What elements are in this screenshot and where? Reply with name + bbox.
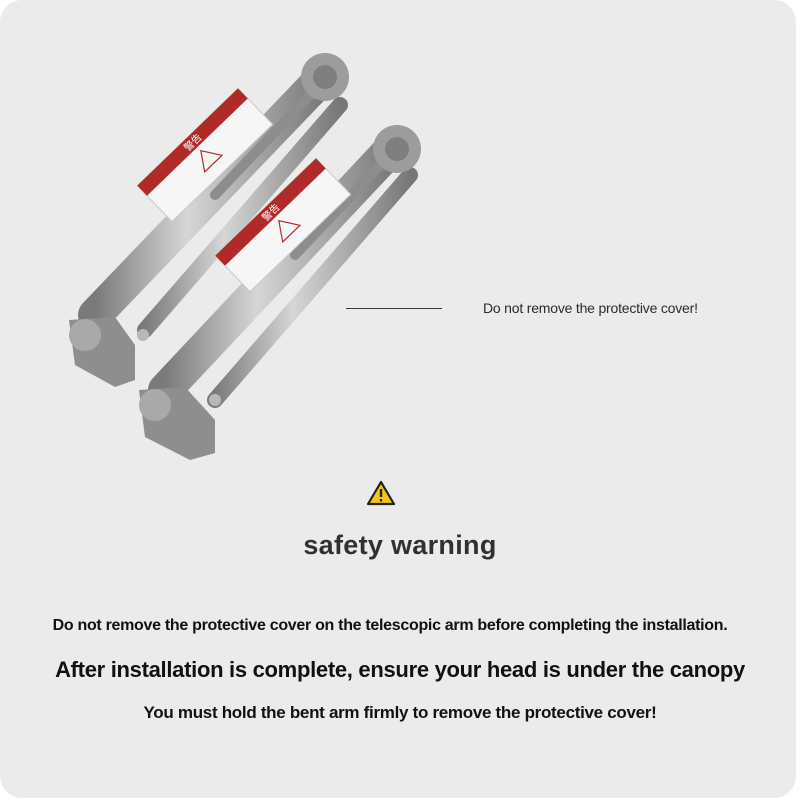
arm-left: 警告 [69, 53, 349, 387]
warning-triangle-icon [366, 480, 396, 506]
instruction-line-1: Do not remove the protective cover on th… [52, 617, 728, 634]
telescopic-arms-photo: 警告 警告 [69, 53, 421, 460]
safety-heading: safety warning [303, 530, 497, 560]
callout-leader-line [346, 308, 442, 309]
instruction-line-3: You must hold the bent arm firmly to rem… [143, 703, 657, 722]
arm-right: 警告 [139, 125, 421, 460]
callout-text: Do not remove the protective cover! [483, 300, 698, 316]
instruction-line-2: After installation is complete, ensure y… [55, 657, 745, 682]
